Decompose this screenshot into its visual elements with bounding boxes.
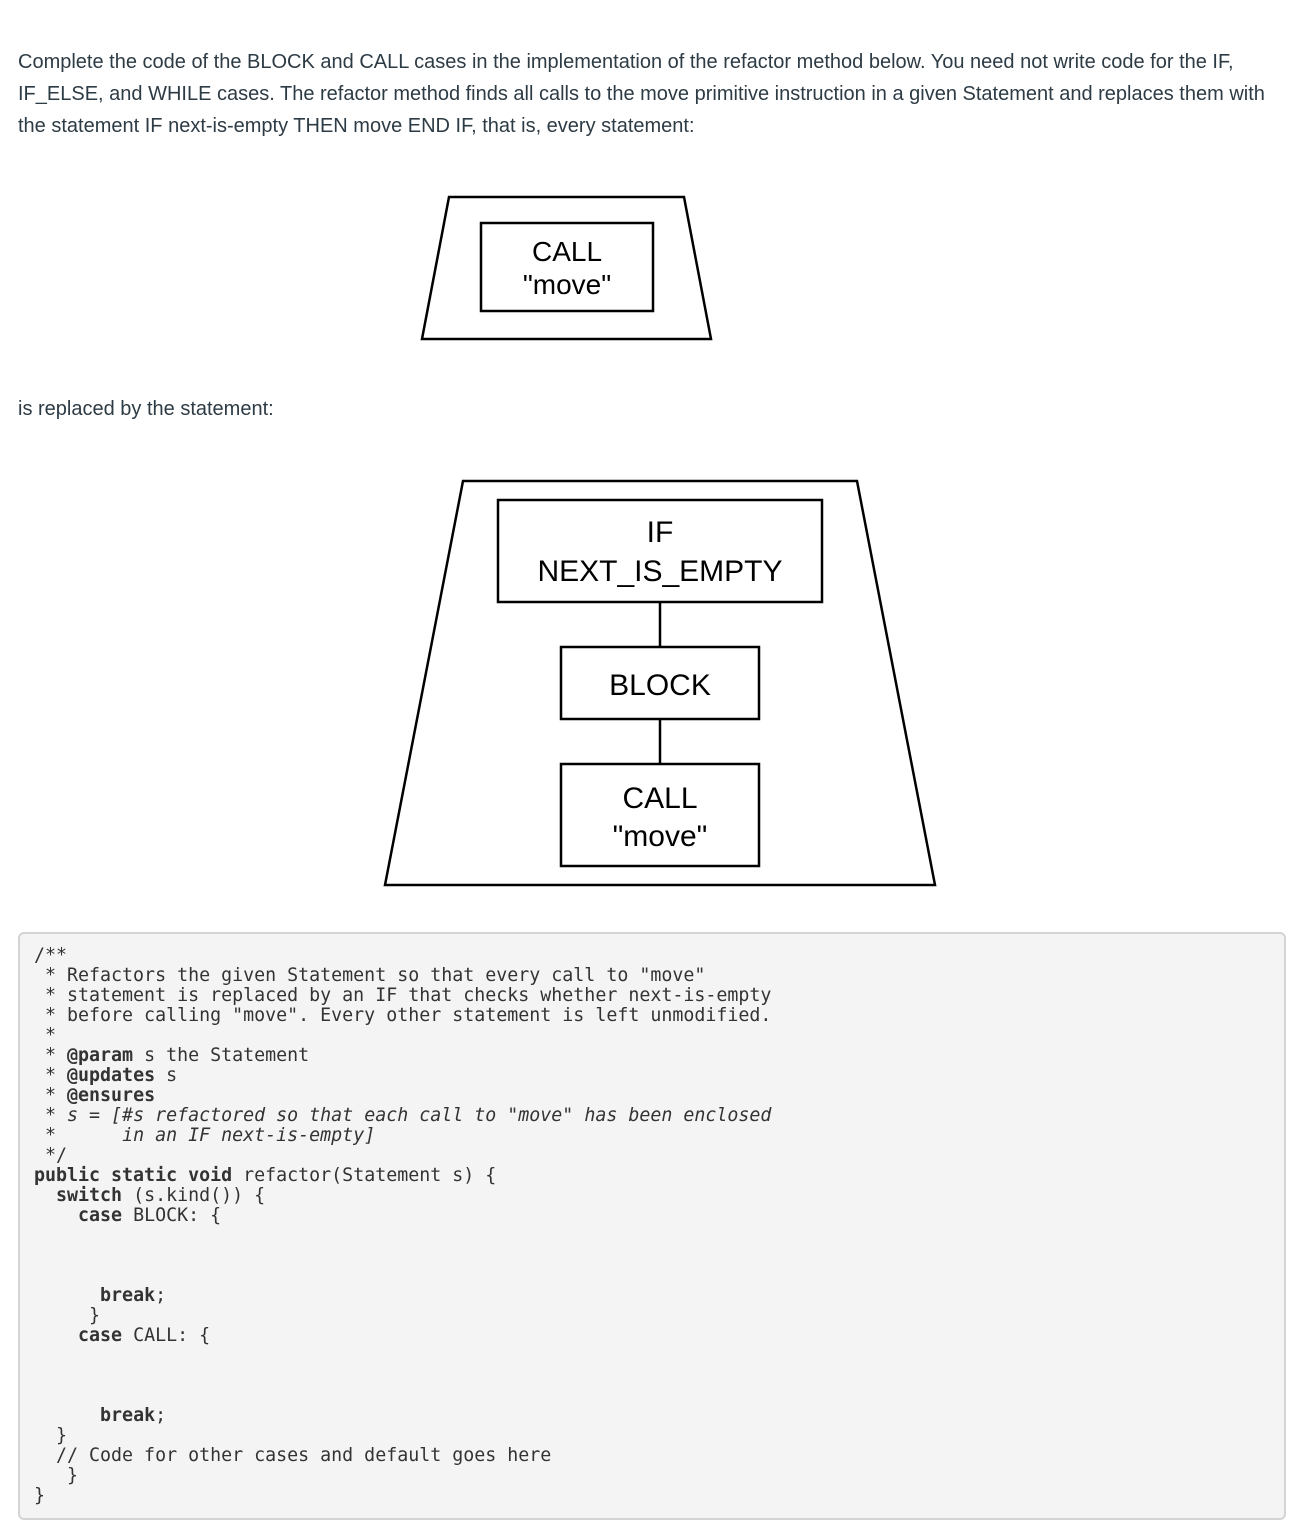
instructions-paragraph: Complete the code of the BLOCK and CALL … — [18, 51, 1265, 137]
block-label: BLOCK — [609, 669, 711, 702]
call-argument: "move" — [523, 269, 611, 300]
if-condition: NEXT_IS_EMPTY — [537, 555, 782, 588]
call-node — [559, 762, 761, 868]
call-node — [479, 221, 655, 313]
statement-trapezoid — [420, 195, 713, 341]
code-block: /** * Refactors the given Statement so t… — [18, 932, 1286, 1520]
if-block-call-diagram: IF NEXT_IS_EMPTY BLOCK CALL "move" — [383, 479, 937, 887]
call-argument: "move" — [613, 820, 708, 853]
refactor-method-code: /** * Refactors the given Statement so t… — [34, 945, 772, 1506]
replacement-caption: is replaced by the statement: — [18, 398, 274, 420]
statement-trapezoid — [383, 479, 937, 887]
call-label: CALL — [532, 236, 602, 267]
call-move-diagram: CALL "move" — [420, 195, 713, 341]
if-label: IF — [647, 516, 674, 549]
call-label: CALL — [622, 782, 697, 815]
